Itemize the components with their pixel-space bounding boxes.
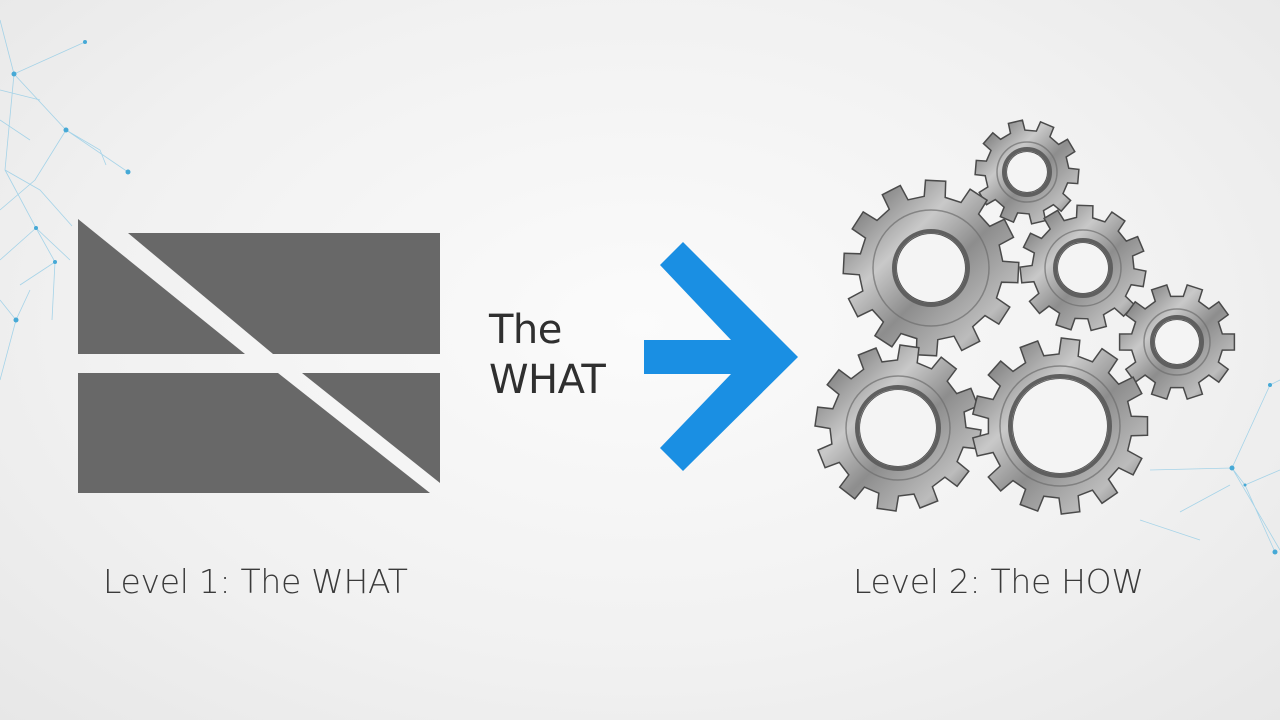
top-right-block (128, 233, 440, 354)
level-2-caption: Level 2: The HOW (853, 562, 1144, 601)
gear-icon (814, 344, 982, 512)
gear-icon (1118, 283, 1236, 401)
bottom-left-block (78, 373, 430, 493)
connector-text: The WHAT (489, 305, 606, 405)
connector-text-line2: WHAT (489, 357, 606, 403)
gear-icon (1019, 204, 1147, 332)
bottom-right-triangle (302, 373, 440, 483)
gear-icon (974, 119, 1080, 225)
gear-icon (971, 337, 1149, 515)
connector-text-line1: The (489, 307, 562, 353)
top-left-triangle (78, 219, 245, 354)
level-1-caption: Level 1: The WHAT (103, 562, 408, 601)
gear-icon (842, 179, 1020, 357)
